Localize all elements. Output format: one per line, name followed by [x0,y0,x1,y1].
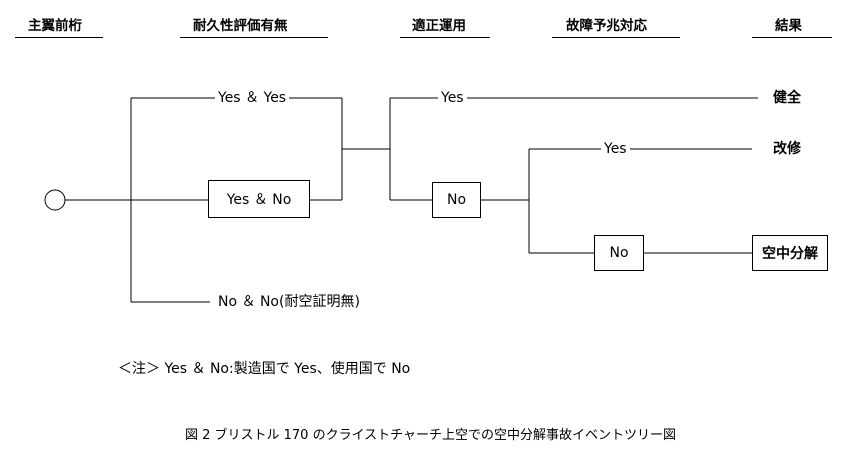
result-midair-breakup: 空中分解 [762,246,818,262]
result-repair: 改修 [770,140,804,158]
header-result: 結果 [775,18,802,34]
header-proper-operation: 適正運用 [412,18,466,34]
header-underline-4 [552,37,680,38]
figure-caption: 図 2 ブリストル 170 のクライストチャーチ上空での空中分解事故イベントツリ… [184,428,677,443]
header-durability-eval: 耐久性評価有無 [193,18,288,34]
note-text: ＜注＞ Yes ＆ No:製造国で Yes、使用国で No [118,361,411,377]
failure-sign-no-label: No [609,245,629,261]
operation-no-label: No [446,192,467,208]
header-underline-2 [180,37,328,38]
header-underline-3 [400,37,490,38]
header-failure-sign-response: 故障予兆対応 [566,18,647,34]
initiating-event-node [44,189,66,211]
operation-no-box: No [432,182,481,218]
failure-sign-no-box: No [594,235,644,271]
header-main-spar: 主翼前桁 [28,18,82,34]
branch-yes-no-label: Yes ＆ No [226,192,292,208]
failure-sign-yes-label: Yes [601,140,630,158]
branch-no-no-label: No ＆ No(耐空証明無) [215,293,363,311]
operation-yes-label: Yes [438,89,467,107]
result-midair-breakup-box: 空中分解 [752,235,828,271]
branch-yes-no-box: Yes ＆ No [208,180,310,218]
header-underline-1 [15,37,103,38]
header-underline-5 [752,37,832,38]
result-sound: 健全 [770,89,804,107]
branch-yes-yes-label: Yes ＆ Yes [215,89,290,107]
